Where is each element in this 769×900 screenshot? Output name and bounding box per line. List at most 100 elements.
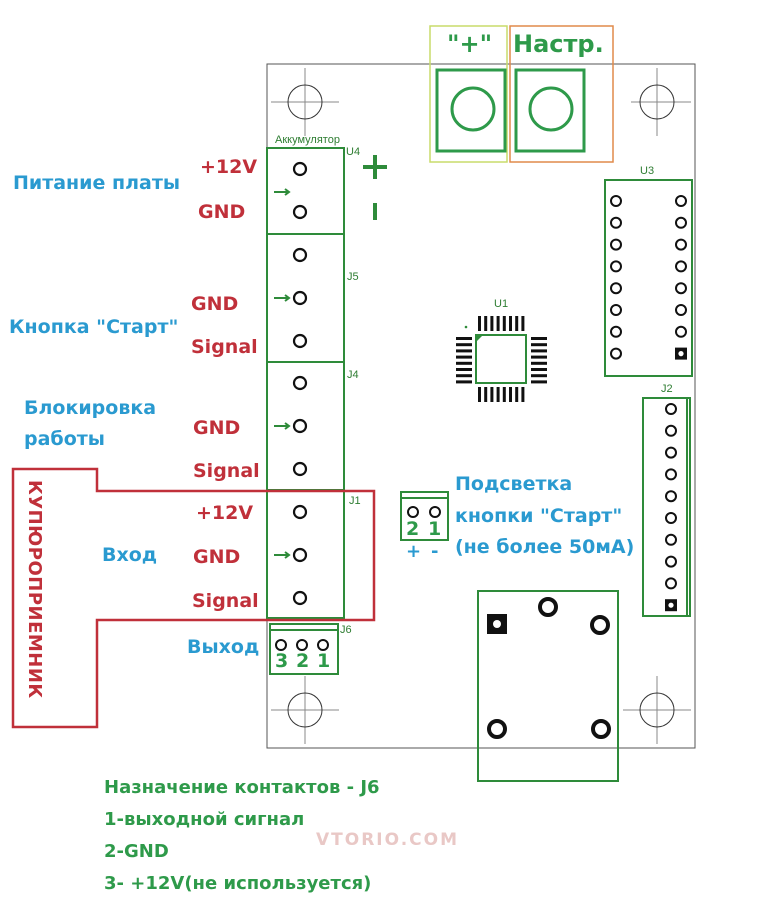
u1-pin-right	[531, 355, 547, 359]
relay-pin	[538, 597, 558, 617]
u1-pin-left	[456, 374, 472, 378]
u3-pin	[610, 282, 622, 295]
u1-pin-left	[456, 349, 472, 353]
lock-pin-gnd: GND	[193, 417, 241, 439]
notes-line-2: 2-GND	[104, 841, 169, 862]
u1-pin-bottom	[502, 387, 506, 402]
notes-line-3: 3- +12V(не используется)	[104, 873, 372, 894]
j6-pin-3	[275, 639, 287, 651]
terminal-pin	[292, 418, 308, 434]
u3-pin	[675, 304, 687, 316]
coin-acceptor-outline	[11, 467, 376, 729]
u1-ref: U1	[494, 298, 509, 310]
j5-ref: J5	[347, 271, 359, 283]
power-title: Питание платы	[13, 172, 181, 194]
u3-pin	[610, 195, 622, 207]
led-pin-1	[429, 506, 441, 518]
u1-pin-top	[515, 316, 519, 331]
j6-connector-outline	[269, 623, 339, 675]
mounting-hole-top-left	[271, 68, 339, 136]
notes-line-1: 1-выходной сигнал	[104, 809, 305, 830]
led-connector-outline	[400, 491, 449, 541]
u4-polarity-marks	[363, 155, 387, 220]
pin1-arrow-icon	[274, 422, 291, 430]
plus-button-highlight	[429, 25, 508, 163]
output-title: Выход	[187, 636, 260, 658]
mounting-hole-bottom-left	[271, 676, 339, 744]
j1-ref: J1	[349, 495, 361, 507]
j2-pin	[665, 468, 677, 481]
u1-pin-right	[531, 349, 547, 353]
pin1-arrow-icon	[274, 294, 291, 302]
u4-ref: U4	[346, 146, 361, 158]
relay-pin	[591, 719, 611, 739]
u1-pin-right	[531, 368, 547, 371]
setup-button-label: Настр.	[513, 30, 604, 58]
u1-pin-right	[531, 374, 547, 378]
u1-pin-bottom	[484, 387, 488, 402]
u3-pin	[675, 195, 687, 207]
j2-pin	[665, 490, 677, 503]
j2-ref: J2	[661, 383, 673, 395]
u3-pin	[675, 238, 687, 251]
pin1-arrow-icon	[274, 551, 291, 559]
plus-button-label: "+"	[447, 30, 493, 58]
u3-pin	[610, 325, 622, 338]
terminal-pin	[292, 204, 308, 220]
backlight-line1: Подсветка	[455, 473, 573, 495]
j2-pin	[665, 403, 677, 415]
start-button-pin-gnd: GND	[191, 293, 239, 315]
j2-pin	[665, 533, 677, 546]
j2-pin	[665, 555, 677, 568]
j6-pin-label-2: 2	[296, 650, 310, 672]
u1-pin-top	[484, 316, 488, 331]
u4-title: Аккумулятор	[275, 134, 340, 146]
u3-pin	[610, 260, 622, 273]
setup-button-footprint	[514, 68, 586, 153]
u3-pin-hole	[678, 351, 684, 357]
u1-pin-bottom	[515, 387, 519, 402]
j2-pin-hole	[668, 602, 674, 608]
coin-acceptor-title: КУПЮРОПРИЕМНИК	[24, 480, 45, 699]
led-polarity-plus: +	[406, 541, 422, 562]
u3-ref: U3	[640, 165, 655, 177]
pin1-arrow-icon	[274, 188, 291, 196]
mounting-hole-bottom-right	[623, 676, 691, 744]
u3-pin	[610, 238, 622, 251]
j2-outline	[642, 397, 691, 617]
u1-chip	[456, 316, 547, 402]
j6-ref: J6	[340, 624, 352, 636]
u1-pin-right	[531, 337, 547, 340]
u1-pin-top	[509, 316, 512, 331]
terminal-pin	[292, 375, 308, 391]
u1-pin-right	[531, 361, 547, 365]
coin-acceptor-input-label: Вход	[102, 544, 158, 566]
terminal-pin	[292, 547, 308, 563]
relay-outline	[477, 590, 619, 782]
u1-pin-bottom	[521, 387, 525, 402]
led-polarity-minus: -	[431, 541, 439, 562]
power-pin-12v: +12V	[200, 156, 258, 178]
start-button-pin-signal: Signal	[191, 336, 258, 358]
coin-acceptor-pin-signal: Signal	[192, 590, 259, 612]
setup-button-highlight	[509, 25, 614, 163]
u1-pin-left	[456, 380, 472, 384]
u3-pin	[675, 325, 687, 338]
u1-pin-left	[456, 343, 472, 347]
j6-pin-2	[296, 639, 308, 651]
j6-pin-label-3: 3	[275, 650, 289, 672]
notes-title: Назначение контактов - J6	[104, 777, 380, 798]
u3-pin	[675, 260, 687, 273]
led-pin-label-2: 2	[406, 518, 420, 540]
mounting-hole-top-right	[631, 68, 691, 136]
watermark: VTORIO.COM	[316, 830, 460, 850]
j2-pin	[665, 424, 677, 437]
backlight-line2: кнопки "Старт"	[455, 505, 623, 527]
terminal-pin	[292, 590, 308, 606]
u1-pin-top	[521, 316, 525, 331]
u1-pin-top	[478, 316, 481, 331]
plus-button-footprint	[435, 68, 507, 153]
u1-pin-left	[456, 361, 472, 365]
start-button-title: Кнопка "Старт"	[9, 316, 179, 338]
